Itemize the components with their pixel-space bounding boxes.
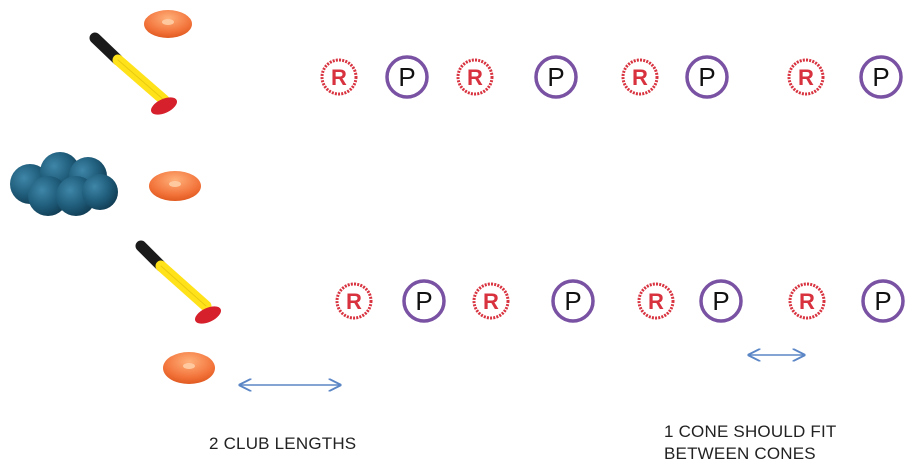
p-marker: P (402, 279, 446, 323)
p-marker: P (859, 55, 903, 99)
p-marker: P (534, 55, 578, 99)
r-marker: R (472, 282, 510, 320)
cone-icon (144, 10, 192, 38)
p-marker-label: P (547, 62, 564, 92)
hockey-stick-icon (135, 240, 222, 324)
club-lengths-label: 2 CLUB LENGTHS (209, 434, 357, 453)
r-marker: R (335, 282, 373, 320)
p-marker-label: P (398, 62, 415, 92)
p-marker: P (861, 279, 905, 323)
r-marker-label: R (467, 65, 483, 90)
hockey-stick-icon (89, 32, 178, 115)
cone-icon (149, 171, 201, 201)
r-marker: R (320, 58, 358, 96)
p-marker-label: P (698, 62, 715, 92)
r-marker-label: R (648, 289, 664, 314)
p-marker-label: P (712, 286, 729, 316)
r-marker: R (788, 282, 826, 320)
r-marker: R (621, 58, 659, 96)
ball-pile-icon (10, 152, 118, 216)
r-marker: R (787, 58, 825, 96)
r-marker-label: R (346, 289, 362, 314)
r-marker-label: R (331, 65, 347, 90)
cone-fit-label-line1: 1 CONE SHOULD FIT (664, 422, 837, 441)
p-marker: P (385, 55, 429, 99)
p-marker: P (685, 55, 729, 99)
p-marker: P (551, 279, 595, 323)
p-marker-label: P (564, 286, 581, 316)
r-marker-label: R (799, 289, 815, 314)
cone-icon (163, 352, 215, 384)
r-marker-label: R (483, 289, 499, 314)
p-marker-label: P (874, 286, 891, 316)
r-marker-label: R (798, 65, 814, 90)
r-marker: R (637, 282, 675, 320)
cone-fit-label-line2: BETWEEN CONES (664, 444, 816, 463)
p-marker: P (699, 279, 743, 323)
p-marker-label: P (872, 62, 889, 92)
p-marker-label: P (415, 286, 432, 316)
r-marker-label: R (632, 65, 648, 90)
r-marker: R (456, 58, 494, 96)
